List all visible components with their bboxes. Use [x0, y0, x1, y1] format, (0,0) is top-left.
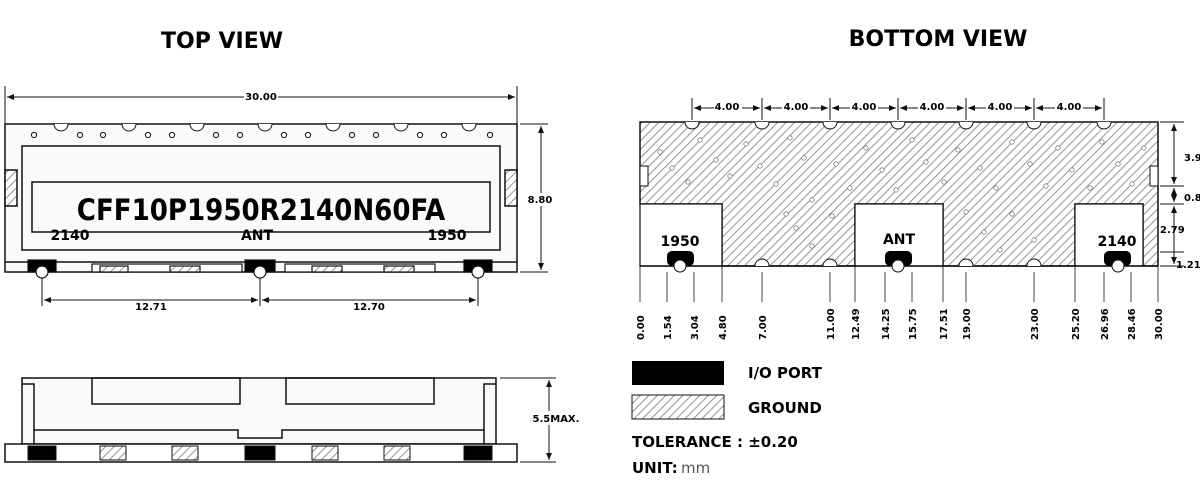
top-pitch-left-label: 12.71: [135, 302, 167, 313]
bottom-port-label-right: 2140: [1098, 234, 1137, 250]
top-view-pads: [27, 259, 493, 273]
bottom-pitch-dimensions: [691, 98, 1105, 120]
top-port-label-right: 1950: [428, 228, 467, 244]
bottom-port-label-center: ANT: [883, 232, 916, 248]
notes: TOLERANCE : ±0.20 UNIT: mm: [632, 433, 798, 477]
bottom-pitch-label-1: 4.00: [715, 102, 740, 113]
bottom-view-title: BOTTOM VIEW: [849, 27, 1028, 52]
part-number-marking: CFF10P1950R2140N60FA: [77, 193, 446, 227]
bottom-right-dim-2: 0.89: [1184, 193, 1200, 204]
bottom-ground-plane: [639, 121, 1159, 267]
bottom-right-dim-1: 3.91: [1184, 153, 1200, 164]
top-view-body: [4, 123, 518, 273]
x-pos-5: 7.00: [758, 315, 769, 340]
x-pos-1: 0.00: [636, 315, 647, 340]
x-pos-13: 25.20: [1071, 308, 1082, 340]
bottom-vias: [657, 135, 1147, 253]
bottom-pitch-label-3: 4.00: [852, 102, 877, 113]
side-view: 5.5MAX.: [4, 377, 580, 463]
top-port-label-left: 2140: [51, 228, 90, 244]
x-pos-9: 15.75: [908, 308, 919, 340]
legend-io-port-label: I/O PORT: [748, 364, 823, 382]
bottom-right-dim-3: 2.79: [1160, 225, 1185, 236]
x-pos-16: 30.00: [1154, 308, 1165, 340]
bottom-x-extension-lines: [639, 266, 1159, 302]
x-pos-3: 3.04: [690, 315, 701, 340]
x-pos-4: 4.80: [718, 315, 729, 340]
x-pos-6: 11.00: [826, 308, 837, 340]
unit-value: mm: [681, 459, 710, 477]
x-pos-15: 28.46: [1127, 308, 1138, 340]
top-view: TOP VIEW 30.00: [4, 29, 558, 313]
x-pos-12: 23.00: [1030, 308, 1041, 340]
bottom-view: BOTTOM VIEW 4.00 4.00 4.00 4.00 4.00 4.0…: [636, 27, 1200, 340]
bottom-pitch-label-2: 4.00: [784, 102, 809, 113]
bottom-right-dimensions: [1160, 121, 1184, 267]
x-pos-11: 19.00: [962, 308, 973, 340]
x-pos-10: 17.51: [939, 308, 950, 340]
legend-ground-label: GROUND: [748, 399, 822, 417]
side-view-pads: [27, 445, 493, 461]
top-height-label: 8.80: [528, 195, 553, 206]
tolerance-note: TOLERANCE : ±0.20: [632, 433, 798, 451]
ground-swatch: [631, 394, 725, 420]
bottom-pitch-label-6: 4.00: [1057, 102, 1082, 113]
x-pos-2: 1.54: [663, 315, 674, 340]
top-pitch-right-label: 12.70: [353, 302, 385, 313]
bottom-io-pads: [667, 251, 1131, 273]
bottom-pitch-label-4: 4.00: [920, 102, 945, 113]
top-port-label-center: ANT: [241, 228, 274, 244]
top-length-label: 30.00: [245, 92, 277, 103]
bottom-pitch-label-5: 4.00: [988, 102, 1013, 113]
top-pitch-dimension: [41, 278, 479, 306]
unit-label: UNIT:: [632, 459, 678, 477]
top-view-vias: [30, 123, 494, 139]
top-view-title: TOP VIEW: [161, 29, 283, 54]
legend: I/O PORT GROUND: [631, 361, 823, 420]
x-pos-7: 12.49: [851, 308, 862, 340]
bottom-port-label-left: 1950: [661, 234, 700, 250]
top-port-circles: [35, 265, 485, 279]
side-height-label: 5.5MAX.: [533, 414, 580, 425]
bottom-right-dim-4: 1.21: [1176, 260, 1200, 271]
x-pos-8: 14.25: [881, 308, 892, 340]
bottom-castellations: [684, 121, 1112, 267]
x-pos-14: 26.96: [1100, 308, 1111, 340]
io-port-swatch: [632, 361, 724, 385]
